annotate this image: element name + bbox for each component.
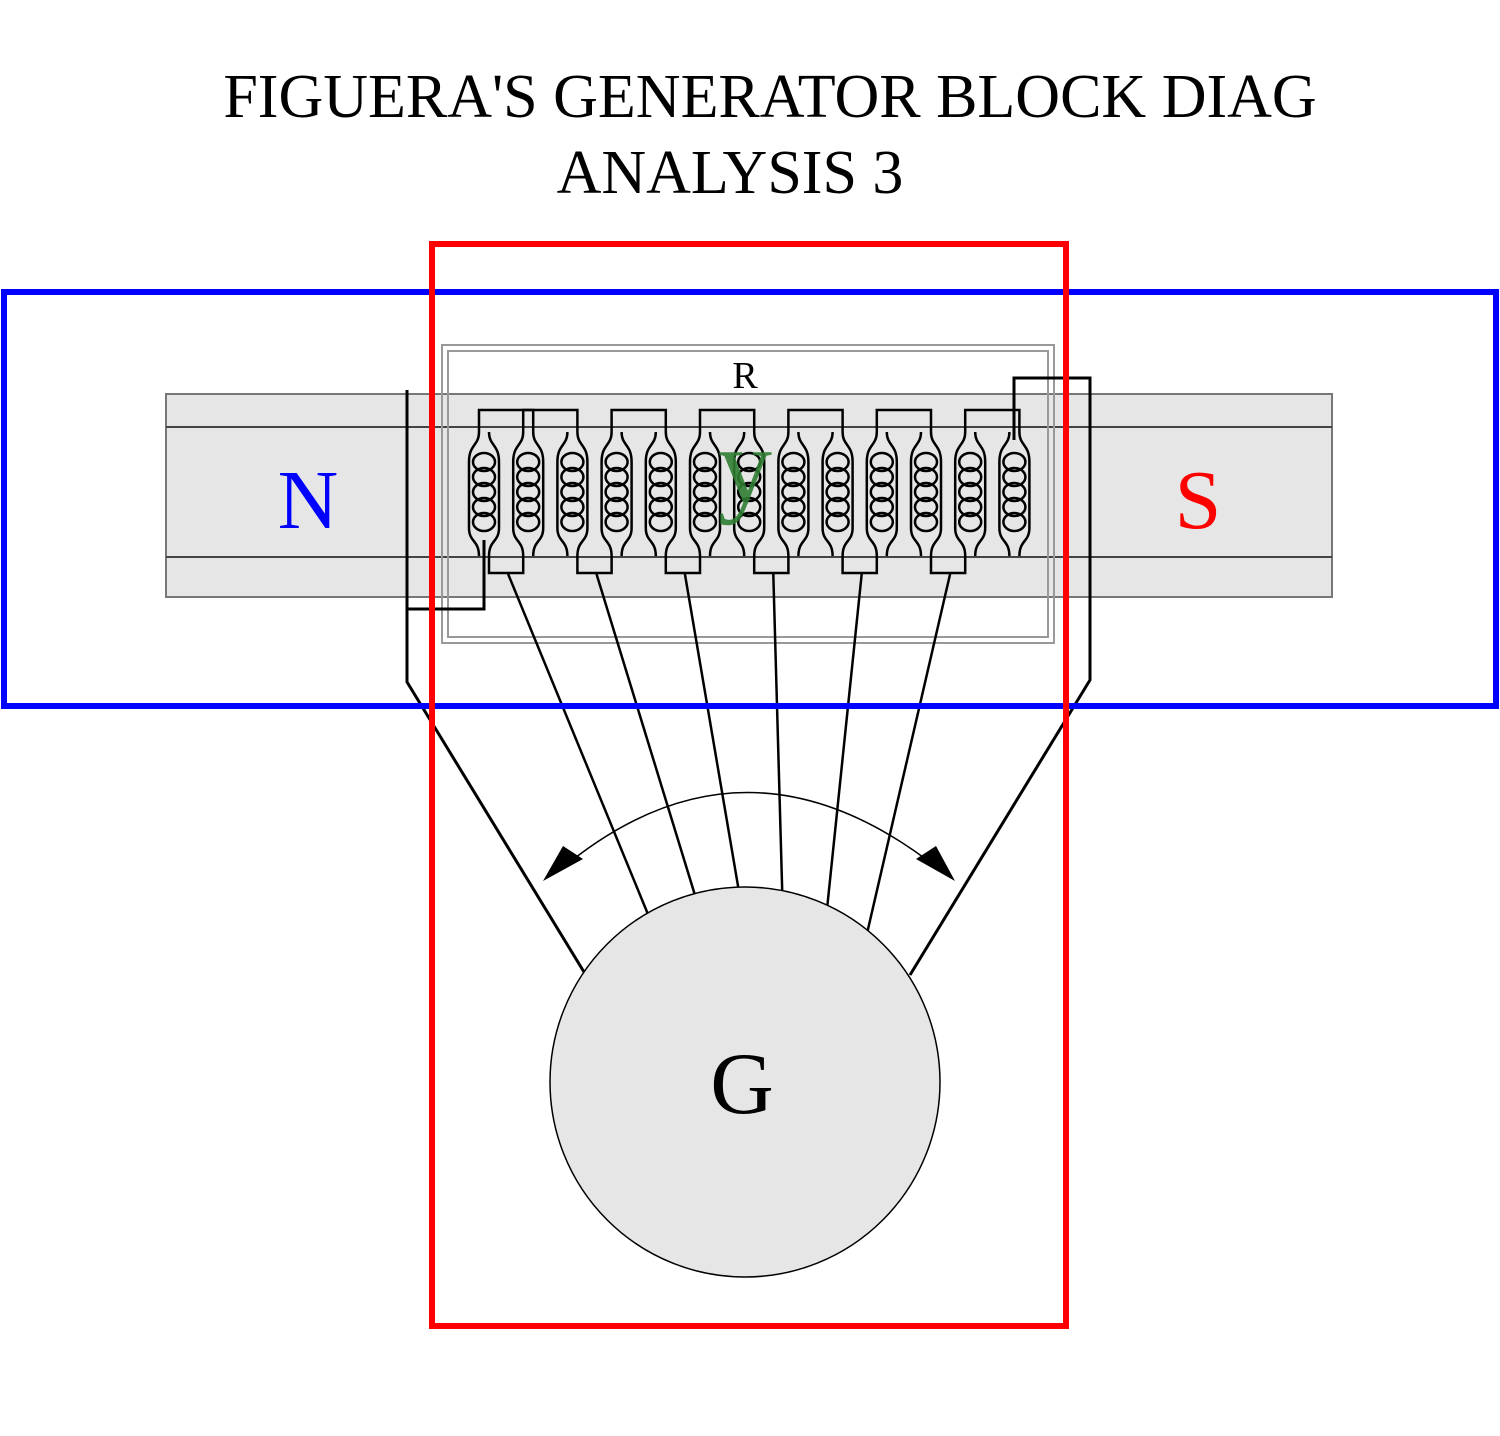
- resistor-block: [441, 344, 1055, 644]
- coil-13: [998, 431, 1031, 557]
- coil-bottom-strap: [929, 556, 967, 575]
- diagram-title-line2: ANALYSIS 3: [557, 139, 904, 207]
- generator-circle: [549, 886, 941, 1278]
- coil-top-strap: [610, 408, 668, 432]
- coil-bottom-strap: [487, 556, 525, 575]
- output-lead-4: [772, 573, 784, 891]
- south-frame: [429, 241, 1069, 1329]
- coil-top-strap: [521, 408, 579, 432]
- south-pole-label: S: [1175, 454, 1222, 547]
- coil-5: [644, 431, 678, 557]
- coil-8: [777, 431, 810, 557]
- output-lead-3: [683, 573, 740, 888]
- left-lead-wire: [405, 390, 586, 973]
- coil-11: [909, 431, 943, 557]
- resistor-label: R: [732, 355, 758, 397]
- rotation-arrowhead-right: [916, 846, 955, 881]
- coil-bottom-strap: [841, 556, 879, 575]
- output-lead-1: [506, 573, 649, 914]
- coil-top-strap: [963, 408, 1021, 432]
- coil-bottom-strap: [752, 556, 790, 575]
- coil-top-strap: [698, 408, 756, 432]
- north-frame: [1, 289, 1499, 709]
- coil-top-strap: [477, 408, 535, 432]
- core-label: y: [718, 407, 772, 526]
- coil-10: [865, 431, 899, 557]
- coil-top-strap: [787, 408, 844, 432]
- coil-1: [467, 431, 501, 557]
- output-lead-6: [866, 573, 952, 931]
- north-pole-label: N: [278, 454, 339, 547]
- coil-9: [821, 431, 854, 557]
- coil-bottom-strap: [576, 556, 613, 575]
- generator-label: G: [710, 1036, 774, 1133]
- coil-7: [732, 431, 766, 557]
- output-lead-5: [826, 573, 863, 906]
- output-lead-2: [595, 573, 696, 894]
- coil-group: [467, 408, 1031, 575]
- rotation-arrowhead-left: [543, 846, 583, 881]
- magnet-bar: [165, 393, 1333, 598]
- output-lead-group: [506, 573, 952, 931]
- coil-2: [511, 431, 545, 557]
- coil-6: [688, 431, 722, 557]
- coil-top-strap: [875, 408, 933, 432]
- coil-3: [556, 431, 589, 557]
- coil-bottom-strap: [664, 556, 702, 575]
- diagram-title-line1: FIGUERA'S GENERATOR BLOCK DIAG: [223, 63, 1316, 131]
- rotation-arrow: [543, 791, 955, 881]
- coil-4: [600, 431, 633, 557]
- right-lead-wire: [908, 376, 1092, 976]
- coil-12: [953, 431, 987, 557]
